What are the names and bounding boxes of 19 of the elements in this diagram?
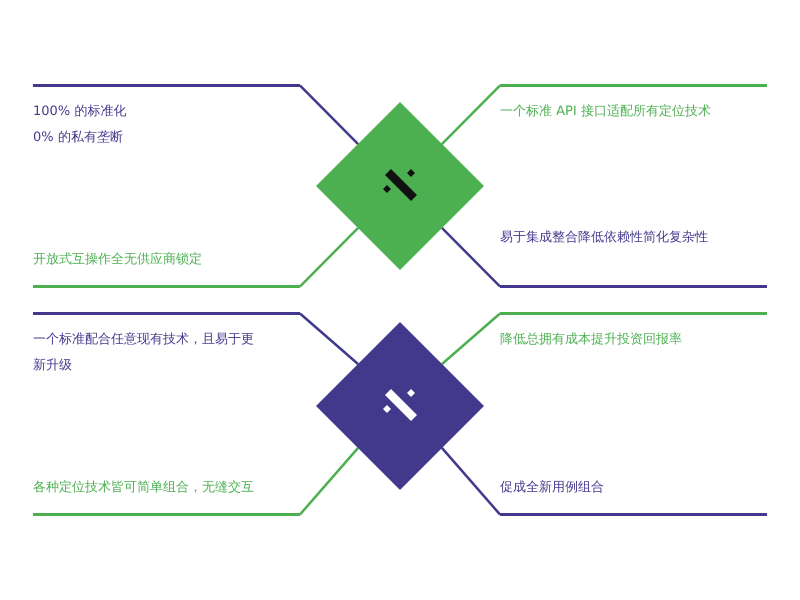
connector-line [441,312,501,365]
feature-text: 降低总拥有成本提升投资回报率 [500,331,683,349]
feature-text: 各种定位技术皆可简单组合，无缝交互 [33,479,255,497]
connector-line [299,447,359,516]
feature-text: 促成全新用例组合 [500,479,605,497]
feature-text: 开放式互操作全无供应商锁定 [33,251,203,269]
diamond-shape [316,102,484,270]
feature-text: 易于集成整合降低依赖性简化复杂性 [500,229,709,247]
feature-text: 0% 的私有垄断 [33,129,124,147]
feature-text: 一个标准 API 接口适配所有定位技术 [500,103,712,121]
connector-line [299,227,359,288]
connector-line [299,312,359,365]
feature-text: 一个标准配合任意现有技术，且易于更新升级 [33,331,255,375]
connector-line [441,84,501,145]
feature-text: 100% 的标准化 [33,103,128,121]
connector-line [299,84,359,145]
connector-line [441,227,501,288]
diamond-shape [316,322,484,490]
connector-line [441,447,501,516]
